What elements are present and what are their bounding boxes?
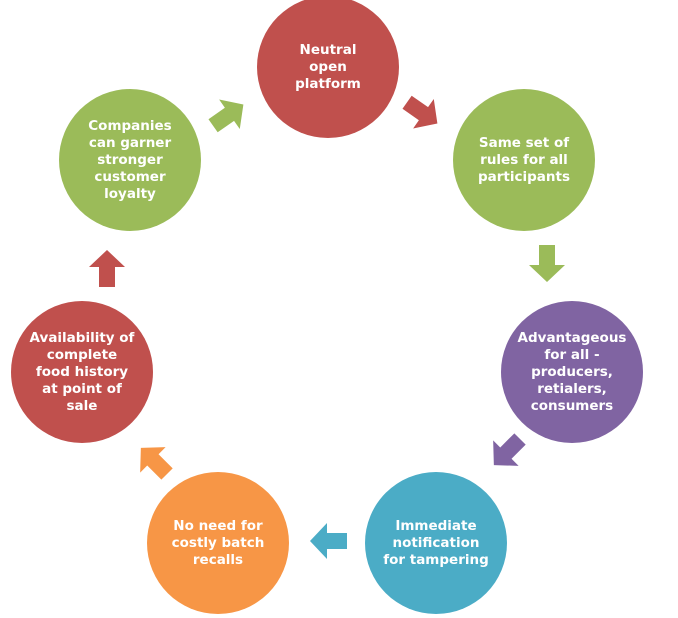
arrow-neutral-to-rules (402, 95, 438, 129)
node-food-history: Availability of complete food history at… (11, 301, 153, 443)
node-label: Same set of rules for all participants (477, 134, 570, 185)
node-neutral-open-platform: Neutral open platform (257, 0, 399, 138)
node-label: Immediate notification for tampering (383, 517, 489, 568)
arrow-notification-to-recalls (310, 523, 347, 559)
node-label: No need for costly batch recalls (171, 517, 265, 568)
node-label: Advantageous for all - producers, retial… (517, 329, 627, 414)
arrow-loyalty-to-neutral (208, 99, 244, 133)
node-label: Companies can garner stronger customer l… (88, 117, 172, 202)
node-customer-loyalty: Companies can garner stronger customer l… (59, 89, 201, 231)
arrow-history-to-loyalty (89, 250, 125, 287)
node-same-rules: Same set of rules for all participants (453, 89, 595, 231)
arrow-recalls-to-history (140, 447, 173, 480)
arrow-advantageous-to-notification (493, 433, 526, 466)
node-no-batch-recalls: No need for costly batch recalls (147, 472, 289, 614)
node-advantageous: Advantageous for all - producers, retial… (501, 301, 643, 443)
node-immediate-notification: Immediate notification for tampering (365, 472, 507, 614)
node-label: Availability of complete food history at… (29, 329, 135, 414)
node-label: Neutral open platform (295, 41, 361, 92)
arrow-rules-to-advantageous (529, 245, 565, 282)
